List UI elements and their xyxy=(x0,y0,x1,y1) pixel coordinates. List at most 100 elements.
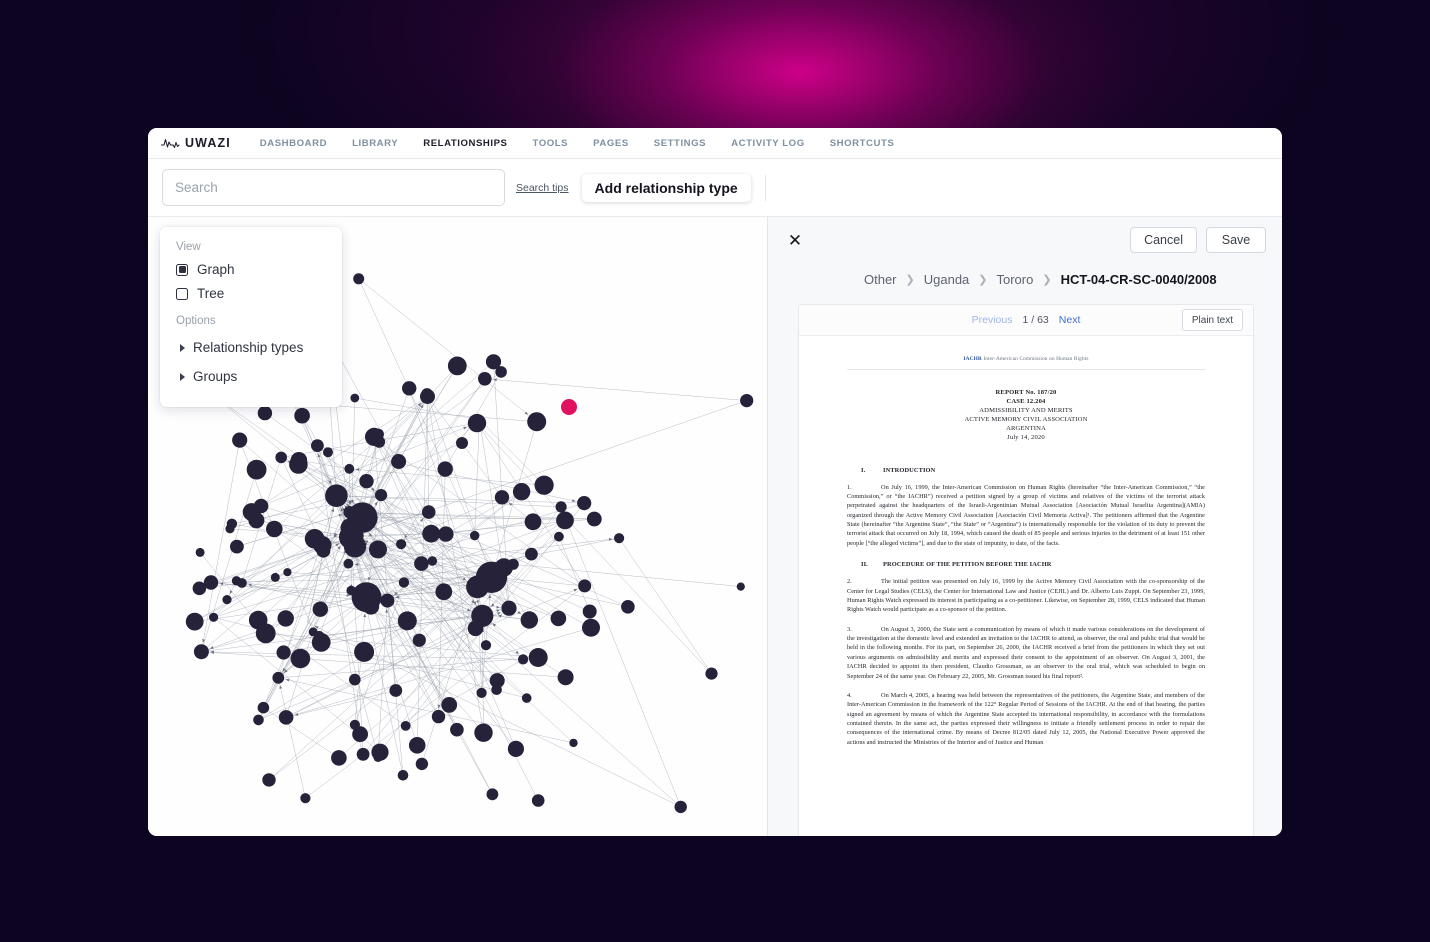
nav-item-tools[interactable]: TOOLS xyxy=(532,137,569,149)
nav-item-activity-log[interactable]: ACTIVITY LOG xyxy=(731,137,805,149)
breadcrumb-item-tororo[interactable]: Tororo xyxy=(996,271,1034,287)
graph-node[interactable] xyxy=(474,723,493,742)
graph-node[interactable] xyxy=(300,793,311,804)
graph-node[interactable] xyxy=(531,794,545,807)
graph-node[interactable] xyxy=(331,750,347,766)
graph-node[interactable] xyxy=(266,520,283,538)
close-icon[interactable]: ✕ xyxy=(787,230,803,250)
graph-node[interactable] xyxy=(456,437,468,449)
graph-node[interactable] xyxy=(316,543,331,558)
nav-item-shortcuts[interactable]: SHORTCUTS xyxy=(829,137,895,149)
graph-node[interactable] xyxy=(257,405,273,421)
graph-node[interactable] xyxy=(380,593,395,608)
graph-node[interactable] xyxy=(466,575,489,599)
breadcrumb-item-other[interactable]: Other xyxy=(864,271,897,287)
graph-node[interactable] xyxy=(396,539,407,550)
graph-node[interactable] xyxy=(230,539,244,554)
graph-node[interactable] xyxy=(421,388,433,400)
graph-node[interactable] xyxy=(554,531,564,542)
relationship-graph[interactable] xyxy=(148,217,768,836)
graph-node[interactable] xyxy=(486,788,499,801)
graph-node[interactable] xyxy=(354,641,375,662)
nav-item-settings[interactable]: SETTINGS xyxy=(653,137,707,149)
graph-node[interactable] xyxy=(362,598,380,615)
graph-node[interactable] xyxy=(232,432,248,448)
previous-page-button[interactable]: Previous xyxy=(971,314,1013,326)
graph-node[interactable] xyxy=(577,496,592,511)
graph-node[interactable] xyxy=(495,366,507,378)
graph-node[interactable] xyxy=(582,604,597,619)
graph-node[interactable] xyxy=(467,413,487,433)
graph-node[interactable] xyxy=(397,611,417,631)
graph-node[interactable] xyxy=(248,512,265,529)
graph-node[interactable] xyxy=(480,640,492,651)
graph-node[interactable] xyxy=(415,757,429,771)
cancel-button[interactable]: Cancel xyxy=(1130,227,1197,253)
graph-node[interactable] xyxy=(369,540,387,559)
nav-item-relationships[interactable]: RELATIONSHIPS xyxy=(423,137,508,149)
graph-node[interactable] xyxy=(185,612,204,631)
graph-node[interactable] xyxy=(467,620,484,637)
graph-node[interactable] xyxy=(253,498,269,514)
graph-node[interactable] xyxy=(489,673,505,689)
graph-node[interactable] xyxy=(193,644,209,660)
graph-node[interactable] xyxy=(621,600,635,614)
graph-node[interactable] xyxy=(346,585,356,596)
graph-node[interactable] xyxy=(421,505,436,519)
accordion-relationship-types[interactable]: Relationship types xyxy=(176,333,326,362)
graph-node[interactable] xyxy=(398,577,410,588)
nav-item-pages[interactable]: PAGES xyxy=(593,137,629,149)
next-page-button[interactable]: Next xyxy=(1058,314,1081,326)
graph-node[interactable] xyxy=(520,611,538,629)
graph-node[interactable] xyxy=(257,701,270,714)
graph-node[interactable] xyxy=(518,654,529,665)
graph-node[interactable] xyxy=(311,439,324,452)
document-page-content[interactable]: IACHR Inter-American Commission on Human… xyxy=(799,336,1253,836)
graph-node[interactable] xyxy=(278,710,294,725)
graph-node[interactable] xyxy=(340,518,359,537)
graph-node[interactable] xyxy=(314,630,325,642)
graph-node[interactable] xyxy=(276,645,291,660)
graph-node[interactable] xyxy=(524,513,542,531)
graph-node[interactable] xyxy=(283,568,292,577)
nav-item-dashboard[interactable]: DASHBOARD xyxy=(259,137,328,149)
graph-node[interactable] xyxy=(422,524,441,543)
graph-node[interactable] xyxy=(323,447,333,458)
graph-node[interactable] xyxy=(343,535,367,558)
search-input[interactable] xyxy=(162,169,505,206)
graph-node[interactable] xyxy=(569,738,578,748)
graph-node[interactable] xyxy=(195,547,205,557)
graph-node[interactable] xyxy=(614,533,625,544)
graph-node[interactable] xyxy=(528,648,548,667)
graph-node[interactable] xyxy=(375,489,388,502)
checkbox-tree-icon[interactable] xyxy=(176,287,188,300)
graph-node[interactable] xyxy=(521,693,532,703)
graph-node[interactable] xyxy=(435,583,453,601)
graph-node[interactable] xyxy=(343,506,356,519)
breadcrumb-item-uganda[interactable]: Uganda xyxy=(923,271,970,287)
graph-node[interactable] xyxy=(231,576,242,586)
graph-node[interactable] xyxy=(557,669,574,686)
graph-node[interactable] xyxy=(412,633,426,647)
graph-node[interactable] xyxy=(494,490,510,505)
graph-node[interactable] xyxy=(485,354,502,370)
save-button[interactable]: Save xyxy=(1206,227,1266,253)
graph-node[interactable] xyxy=(353,273,365,285)
graph-node[interactable] xyxy=(359,474,374,489)
graph-node[interactable] xyxy=(408,737,426,754)
graph-node[interactable] xyxy=(582,618,600,637)
graph-node[interactable] xyxy=(705,667,718,680)
brand-logo[interactable]: UWAZI xyxy=(161,136,231,150)
graph-node[interactable] xyxy=(550,610,567,627)
graph-node[interactable] xyxy=(290,648,311,669)
view-option-tree[interactable]: Tree xyxy=(176,286,326,301)
graph-node[interactable] xyxy=(352,726,368,743)
graph-node[interactable] xyxy=(507,558,519,570)
graph-node[interactable] xyxy=(350,393,360,403)
graph-node[interactable] xyxy=(427,556,438,566)
graph-node[interactable] xyxy=(414,556,429,571)
plain-text-toggle-button[interactable]: Plain text xyxy=(1181,309,1243,331)
graph-node[interactable] xyxy=(344,463,355,474)
graph-node[interactable] xyxy=(586,511,602,527)
graph-node[interactable] xyxy=(555,501,567,513)
